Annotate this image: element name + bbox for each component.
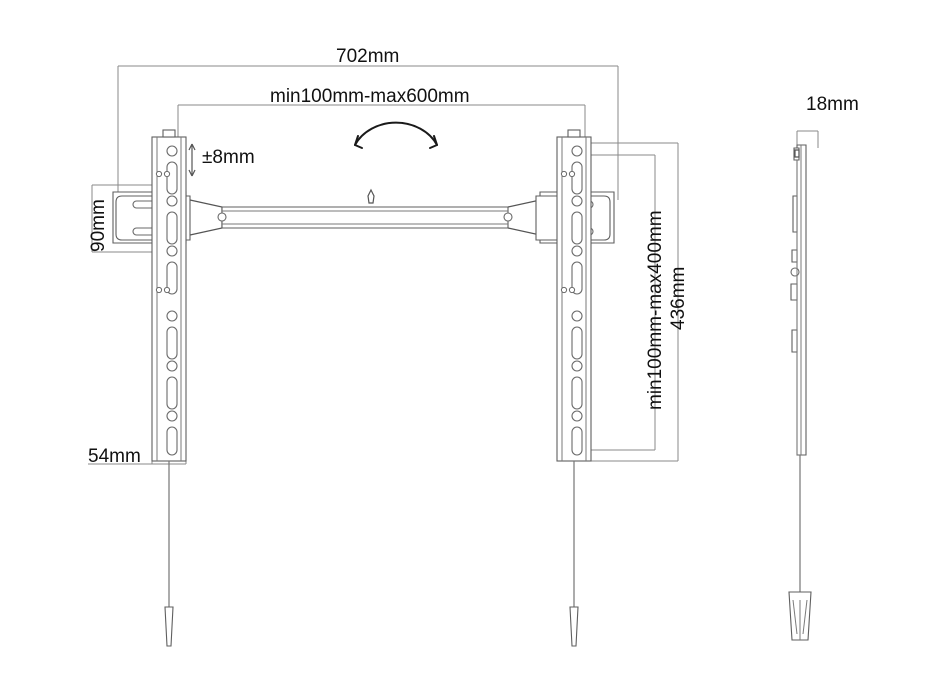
- label-vertical-mounting-range: min100mm-max400mm: [645, 210, 666, 410]
- center-alignment-marker: [367, 188, 375, 204]
- release-cord-side: [788, 455, 812, 641]
- left-vertical-rail: [151, 129, 187, 462]
- release-cord-right: [569, 461, 579, 647]
- dimension-line-depth: [796, 130, 819, 148]
- release-cord-left: [164, 461, 174, 647]
- label-overall-width: 702mm: [336, 46, 400, 67]
- dimension-line-overall-width: [117, 65, 619, 205]
- label-bottom-offset: 54mm: [88, 446, 141, 467]
- tilt-arc-icon: [354, 121, 438, 149]
- dimension-line-horizontal-range: [177, 104, 586, 150]
- label-horizontal-mounting-range: min100mm-max600mm: [270, 86, 470, 107]
- label-plate-height: 90mm: [88, 199, 109, 252]
- right-vertical-rail: [556, 129, 592, 462]
- side-view-profile: [790, 144, 807, 456]
- horizontal-rail: [112, 188, 615, 244]
- label-depth: 18mm: [806, 94, 859, 115]
- vertical-adjust-arrow-icon: [188, 143, 196, 177]
- label-vertical-adjustment: ±8mm: [202, 147, 255, 168]
- label-overall-height: 436mm: [668, 266, 689, 330]
